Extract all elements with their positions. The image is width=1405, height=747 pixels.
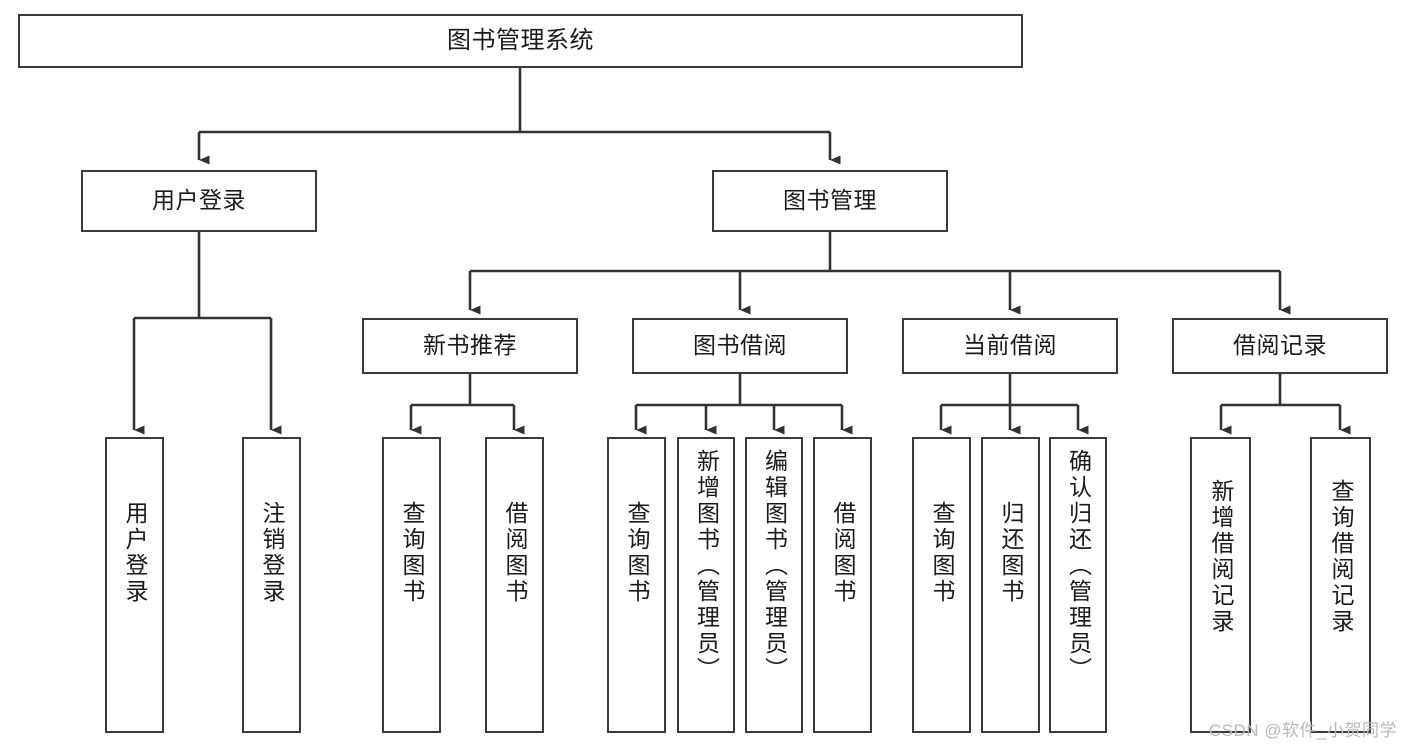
node-label: 当前借阅 [963,332,1057,359]
node-leaf-add-record[interactable]: 新增借阅记录 [1190,437,1251,733]
node-label: 查询图书 [624,501,650,605]
node-label: 新增借阅记录 [1208,479,1234,635]
node-label: 编辑图书（管理员） [761,449,788,683]
csdn-watermark: CSDN @软件_小贺同学 [1208,721,1397,740]
node-label: 借阅图书 [830,501,856,605]
node-leaf-user-logout[interactable]: 注销登录 [242,437,301,733]
node-leaf-edit-book[interactable]: 编辑图书（管理员） [745,437,803,733]
node-leaf-query-book-2[interactable]: 查询图书 [607,437,666,733]
node-book-borrow[interactable]: 图书借阅 [632,318,848,374]
node-label: 查询图书 [929,501,955,605]
node-leaf-user-login[interactable]: 用户登录 [105,437,164,733]
node-label: 图书管理系统 [447,26,594,54]
node-leaf-borrow-book-1[interactable]: 借阅图书 [485,437,544,733]
node-label: 新书推荐 [423,332,517,359]
node-leaf-return-book[interactable]: 归还图书 [981,437,1040,733]
node-label: 图书管理 [783,187,877,214]
node-root-book-management-system[interactable]: 图书管理系统 [18,14,1023,68]
node-label: 归还图书 [998,501,1024,605]
node-label: 借阅记录 [1233,332,1327,359]
node-leaf-query-record[interactable]: 查询借阅记录 [1310,437,1371,733]
node-leaf-add-book[interactable]: 新增图书（管理员） [677,437,735,733]
node-book-manage[interactable]: 图书管理 [712,170,948,232]
node-label: 注销登录 [259,501,285,605]
node-leaf-query-book-1[interactable]: 查询图书 [382,437,441,733]
node-label: 查询图书 [399,501,425,605]
node-label: 查询借阅记录 [1328,479,1354,635]
node-current-borrow[interactable]: 当前借阅 [902,318,1118,374]
node-label: 用户登录 [122,501,148,605]
node-borrow-record[interactable]: 借阅记录 [1172,318,1388,374]
node-leaf-borrow-book-2[interactable]: 借阅图书 [813,437,872,733]
node-label: 图书借阅 [693,332,787,359]
node-label: 新增图书（管理员） [693,449,720,683]
node-label: 用户登录 [152,187,246,214]
node-leaf-confirm-return[interactable]: 确认归还（管理员） [1049,437,1107,733]
node-new-book-recommend[interactable]: 新书推荐 [362,318,578,374]
node-label: 借阅图书 [502,501,528,605]
node-label: 确认归还（管理员） [1065,449,1092,683]
node-leaf-query-book-3[interactable]: 查询图书 [912,437,971,733]
node-user-login[interactable]: 用户登录 [81,170,317,232]
